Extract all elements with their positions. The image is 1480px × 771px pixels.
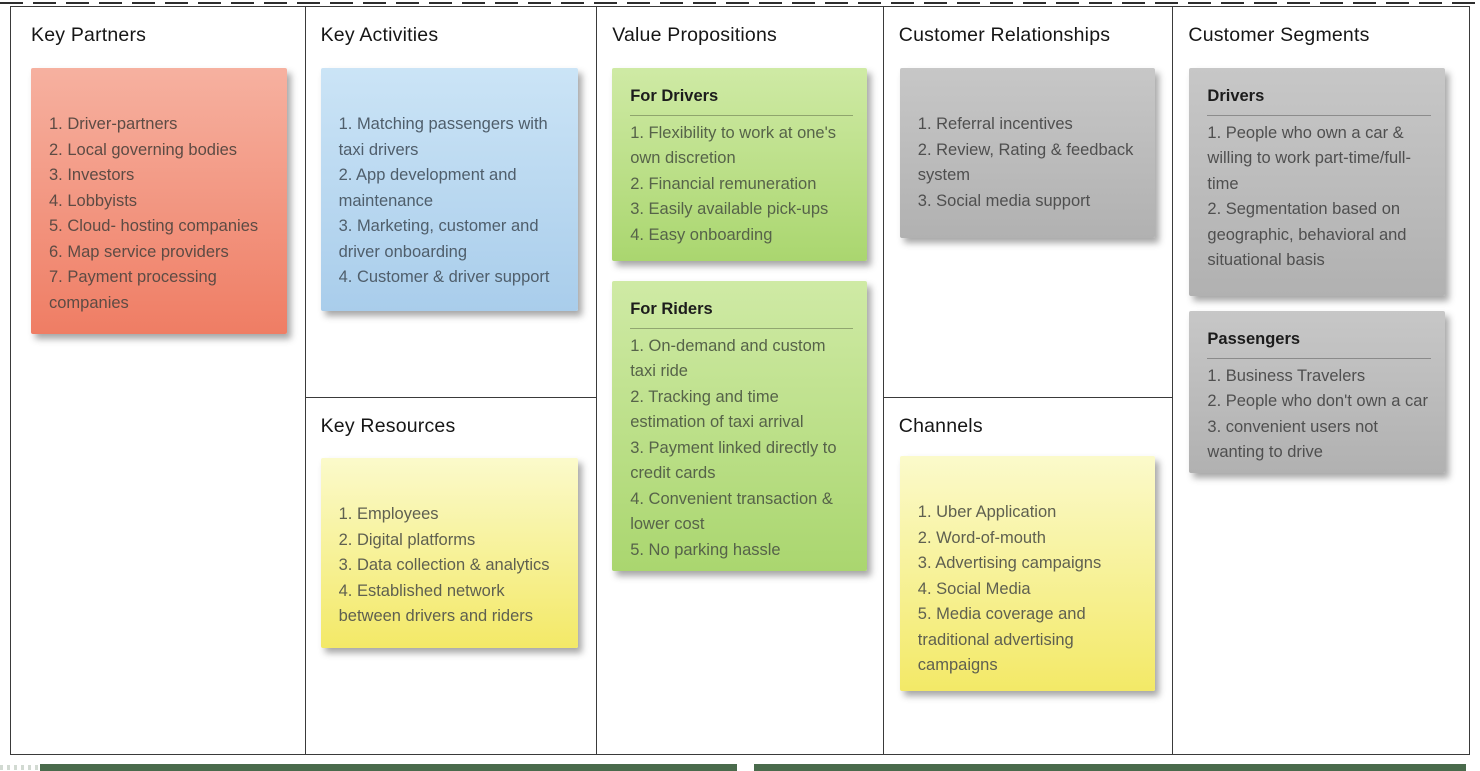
note-item: 2. Financial remuneration	[630, 174, 817, 193]
cell-channels: Channels 1. Uber Application 2. Word-of-…	[884, 398, 1173, 754]
cell-customer-segments: Customer Segments Drivers 1. People who …	[1173, 7, 1469, 754]
bottom-row-edge-speckle	[0, 765, 40, 770]
sticky-note-vp-for-drivers[interactable]: For Drivers 1. Flexibility to work at on…	[612, 68, 868, 261]
note-item: 3. Social media support	[917, 191, 1091, 210]
section-title-channels: Channels	[898, 415, 983, 437]
note-item: 2. Review, Rating & feedback system	[917, 140, 1134, 185]
note-header: For Riders	[630, 297, 854, 329]
note-item: 2. Tracking and time estimation of taxi …	[630, 387, 804, 432]
note-item: 5. Cloud- hosting companies	[49, 217, 259, 235]
note-item: 4. Convenient transaction & lower cost	[630, 489, 833, 534]
note-item: 3. convenient users not wanting to drive	[1207, 417, 1379, 462]
note-item: 1. Business Travelers	[1207, 366, 1366, 385]
cell-key-activities: Key Activities 1. Matching passengers wi…	[305, 7, 597, 398]
note-item: 1. Driver-partners	[49, 115, 178, 133]
column-key-partners: Key Partners 1. Driver-partners 2. Local…	[11, 7, 306, 754]
note-item: 5. No parking hassle	[630, 540, 781, 559]
note-item: 1. Employees	[338, 505, 439, 523]
cell-key-partners: Key Partners 1. Driver-partners 2. Local…	[11, 7, 305, 754]
note-item: 2. App development and maintenance	[338, 166, 517, 210]
note-item: 6. Map service providers	[49, 242, 229, 261]
note-item: 3. Investors	[49, 166, 135, 184]
note-item: 4. Lobbyists	[49, 191, 138, 210]
note-item: 3. Payment linked directly to credit car…	[630, 438, 837, 483]
note-header: Passengers	[1207, 327, 1432, 359]
note-item: 3. Marketing, customer and driver onboar…	[338, 217, 539, 261]
note-item: 2. People who don't own a car	[1207, 392, 1428, 410]
note-item: 5. Media coverage and traditional advert…	[917, 605, 1086, 674]
note-item: 3. Data collection & analytics	[338, 556, 550, 574]
note-item: 2. Segmentation based on geographic, beh…	[1207, 200, 1407, 269]
sticky-note-vp-for-riders[interactable]: For Riders 1. On-demand and custom taxi …	[612, 281, 868, 571]
note-item: 1. Matching passengers with taxi drivers	[338, 115, 548, 159]
section-title-key-resources: Key Resources	[320, 415, 456, 437]
note-header: Drivers	[1207, 84, 1432, 116]
bottom-row-left-bar	[40, 764, 737, 771]
note-item: 1. Uber Application	[917, 503, 1057, 521]
section-title-customer-segments: Customer Segments	[1188, 24, 1370, 46]
note-item: 4. Established network between drivers a…	[338, 581, 534, 626]
section-title-key-activities: Key Activities	[320, 24, 439, 46]
sticky-note-key-partners[interactable]: 1. Driver-partners 2. Local governing bo…	[31, 68, 287, 334]
note-item: 2. Local governing bodies	[49, 140, 238, 159]
column-value-propositions: Value Propositions For Drivers 1. Flexib…	[597, 7, 884, 754]
note-item: 2. Word-of-mouth	[917, 528, 1046, 547]
section-title-customer-relationships: Customer Relationships	[898, 24, 1111, 46]
note-item: 1. People who own a car & willing to wor…	[1207, 123, 1411, 193]
note-header: For Drivers	[630, 84, 854, 116]
section-title-value-propositions: Value Propositions	[612, 24, 777, 46]
note-item: 2. Digital platforms	[338, 530, 476, 549]
note-item: 7. Payment processing companies	[49, 268, 217, 312]
note-item: 4. Customer & driver support	[338, 268, 550, 286]
cell-key-resources: Key Resources 1. Employees 2. Digital pl…	[306, 398, 597, 754]
sticky-note-channels[interactable]: 1. Uber Application 2. Word-of-mouth 3. …	[899, 456, 1155, 691]
note-item: 4. Social Media	[917, 579, 1031, 598]
cell-value-propositions: Value Propositions For Drivers 1. Flexib…	[597, 7, 883, 754]
top-dashed-edge	[0, 2, 1480, 4]
column-key-activities-resources: Key Activities 1. Matching passengers wi…	[305, 7, 598, 754]
note-item: 3. Easily available pick-ups	[630, 200, 829, 218]
note-item: 4. Easy onboarding	[630, 225, 773, 244]
note-item: 1. On-demand and custom taxi ride	[630, 336, 826, 381]
canvas-grid: Key Partners 1. Driver-partners 2. Local…	[10, 6, 1470, 755]
sticky-note-key-activities[interactable]: 1. Matching passengers with taxi drivers…	[320, 68, 578, 311]
sticky-note-key-resources[interactable]: 1. Employees 2. Digital platforms 3. Dat…	[320, 458, 578, 648]
column-relationships-channels: Customer Relationships 1. Referral incen…	[883, 7, 1174, 754]
note-item: 3. Advertising campaigns	[917, 554, 1102, 572]
sticky-note-customer-relationships[interactable]: 1. Referral incentives 2. Review, Rating…	[899, 68, 1155, 238]
note-item: 1. Flexibility to work at one's own disc…	[630, 123, 837, 168]
column-customer-segments: Customer Segments Drivers 1. People who …	[1173, 7, 1469, 754]
cell-customer-relationships: Customer Relationships 1. Referral incen…	[883, 7, 1173, 398]
sticky-note-segment-passengers[interactable]: Passengers 1. Business Travelers 2. Peop…	[1189, 311, 1446, 473]
section-title-key-partners: Key Partners	[31, 24, 147, 46]
sticky-note-segment-drivers[interactable]: Drivers 1. People who own a car & willin…	[1189, 68, 1446, 296]
note-item: 1. Referral incentives	[917, 115, 1073, 133]
bottom-row-right-bar	[754, 764, 1466, 771]
